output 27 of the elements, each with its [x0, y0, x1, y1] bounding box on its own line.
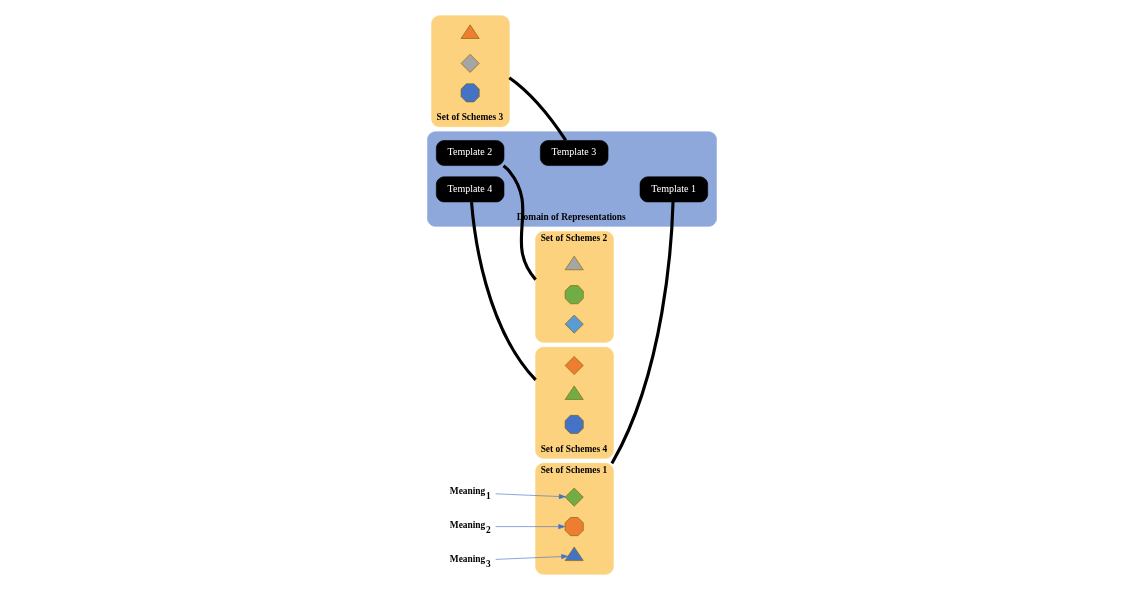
- arrow: [494, 493, 566, 500]
- node-triangle: [564, 546, 584, 561]
- cluster: Set of Schemes 3: [430, 15, 510, 127]
- node-diamond: [564, 314, 584, 334]
- node-triangle: [564, 255, 584, 271]
- node-octagon: [564, 285, 584, 305]
- node-triangle: [564, 385, 584, 400]
- node-box: Template 2: [435, 140, 504, 166]
- cluster: Set of Schemes 2: [534, 231, 614, 343]
- cluster: Set of Schemes 4: [534, 347, 614, 459]
- node-octagon: [460, 83, 480, 103]
- node-box: Template 3: [539, 140, 608, 166]
- cluster: Set of Schemes 1: [534, 463, 614, 575]
- connector: [502, 164, 537, 281]
- node-diamond: [460, 54, 480, 73]
- node-diamond: [564, 356, 584, 375]
- node-box: Template 1: [639, 176, 708, 203]
- node-box: Template 4: [435, 176, 504, 203]
- arrow: [494, 554, 568, 560]
- connector: [469, 202, 537, 381]
- node-triangle: [460, 24, 480, 39]
- connector: [610, 201, 675, 465]
- arrow: [494, 524, 565, 530]
- node-octagon: [564, 415, 584, 434]
- connector: [507, 76, 567, 142]
- node-octagon: [564, 517, 584, 536]
- node-diamond: [564, 487, 584, 507]
